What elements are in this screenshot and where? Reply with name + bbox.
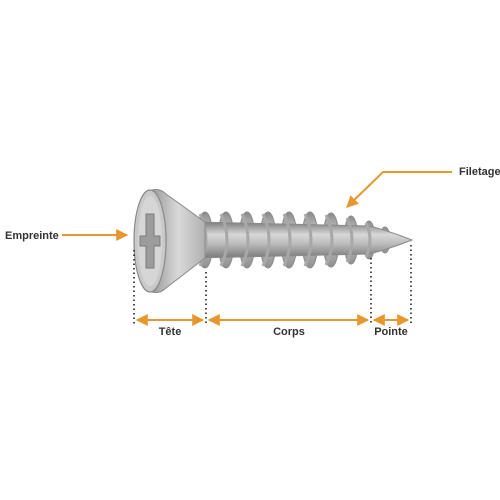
label-filetage: Filetage — [459, 166, 500, 178]
phillips-recess-icon — [139, 213, 161, 269]
label-empreinte: Empreinte — [5, 230, 59, 242]
dimension-guides — [133, 245, 412, 324]
label-corps: Corps — [273, 326, 305, 338]
screw-shaft — [194, 221, 414, 259]
screw — [133, 189, 414, 293]
thread-crests — [198, 213, 372, 267]
filetage-pointer — [346, 171, 452, 208]
label-pointe: Pointe — [374, 326, 408, 338]
screw-head-cone — [151, 189, 206, 293]
label-tete: Tête — [159, 326, 182, 338]
